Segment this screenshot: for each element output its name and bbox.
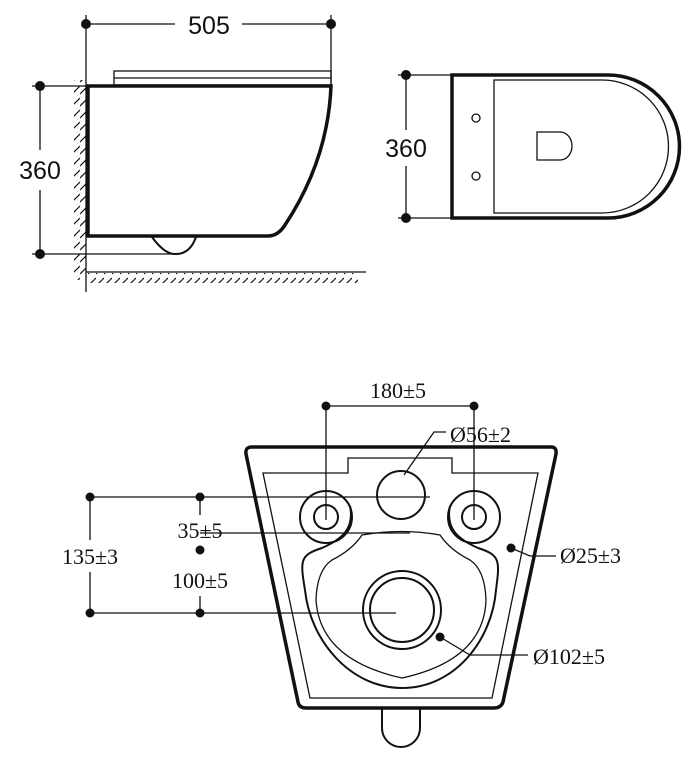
- fixing-hole: [471, 113, 481, 123]
- bolt-hole-left: [313, 504, 339, 530]
- dimension-dot: [401, 213, 411, 223]
- mounting-contour: [301, 505, 499, 690]
- bolt-boss-left: [299, 490, 353, 544]
- flush-hole: [536, 131, 573, 161]
- inner-contour: [315, 530, 487, 679]
- dimension-dot: [195, 545, 205, 555]
- dimension-dot: [195, 492, 205, 502]
- dimension-dot: [195, 608, 205, 618]
- bolt-boss-right: [447, 490, 501, 544]
- rear-view: 180±5 135±3 35±5 100±5 Ø56±2 Ø25: [62, 378, 621, 748]
- wall-hatch: [74, 80, 86, 280]
- inner-rim-outline: [262, 457, 539, 699]
- dimension-dot: [35, 249, 45, 259]
- outlet-label: Ø102±5: [533, 644, 605, 669]
- bowl-body: [86, 84, 333, 238]
- water-inlet: [376, 470, 426, 520]
- fixing-hole: [471, 171, 481, 181]
- width-label: 505: [188, 12, 230, 40]
- bolt-hole-right: [461, 504, 487, 530]
- height-label: 360: [19, 157, 61, 185]
- outlet-outer: [362, 570, 442, 650]
- outlet-inner: [369, 577, 435, 643]
- floor-hatch: [88, 273, 358, 283]
- dimension-dot: [35, 81, 45, 91]
- side-view: 505 360: [19, 12, 366, 292]
- dimension-dot: [81, 19, 91, 29]
- bottom-tab: [381, 708, 421, 748]
- dimension-dot: [85, 608, 95, 618]
- trap-outline: [151, 236, 197, 256]
- height-label: 360: [385, 135, 427, 163]
- bolt-offset-label: 35±5: [177, 518, 222, 543]
- bolt-hole-label: Ø25±3: [560, 543, 621, 568]
- leader-line: [403, 431, 446, 476]
- water-inlet-label: Ø56±2: [450, 422, 511, 447]
- dimension-dot: [85, 492, 95, 502]
- bolt-spacing-label: 180±5: [370, 378, 426, 403]
- leader-line: [439, 636, 528, 656]
- bowl-outline: [450, 73, 682, 220]
- dimension-dot: [326, 19, 336, 29]
- dimension-dot: [401, 70, 411, 80]
- seat-outline: [493, 79, 670, 214]
- outlet-height-label: 135±3: [62, 544, 118, 569]
- bolt-to-outlet-label: 100±5: [172, 568, 228, 593]
- leader-line: [510, 547, 556, 557]
- rear-outline: [244, 445, 558, 710]
- top-view: 360: [385, 70, 682, 223]
